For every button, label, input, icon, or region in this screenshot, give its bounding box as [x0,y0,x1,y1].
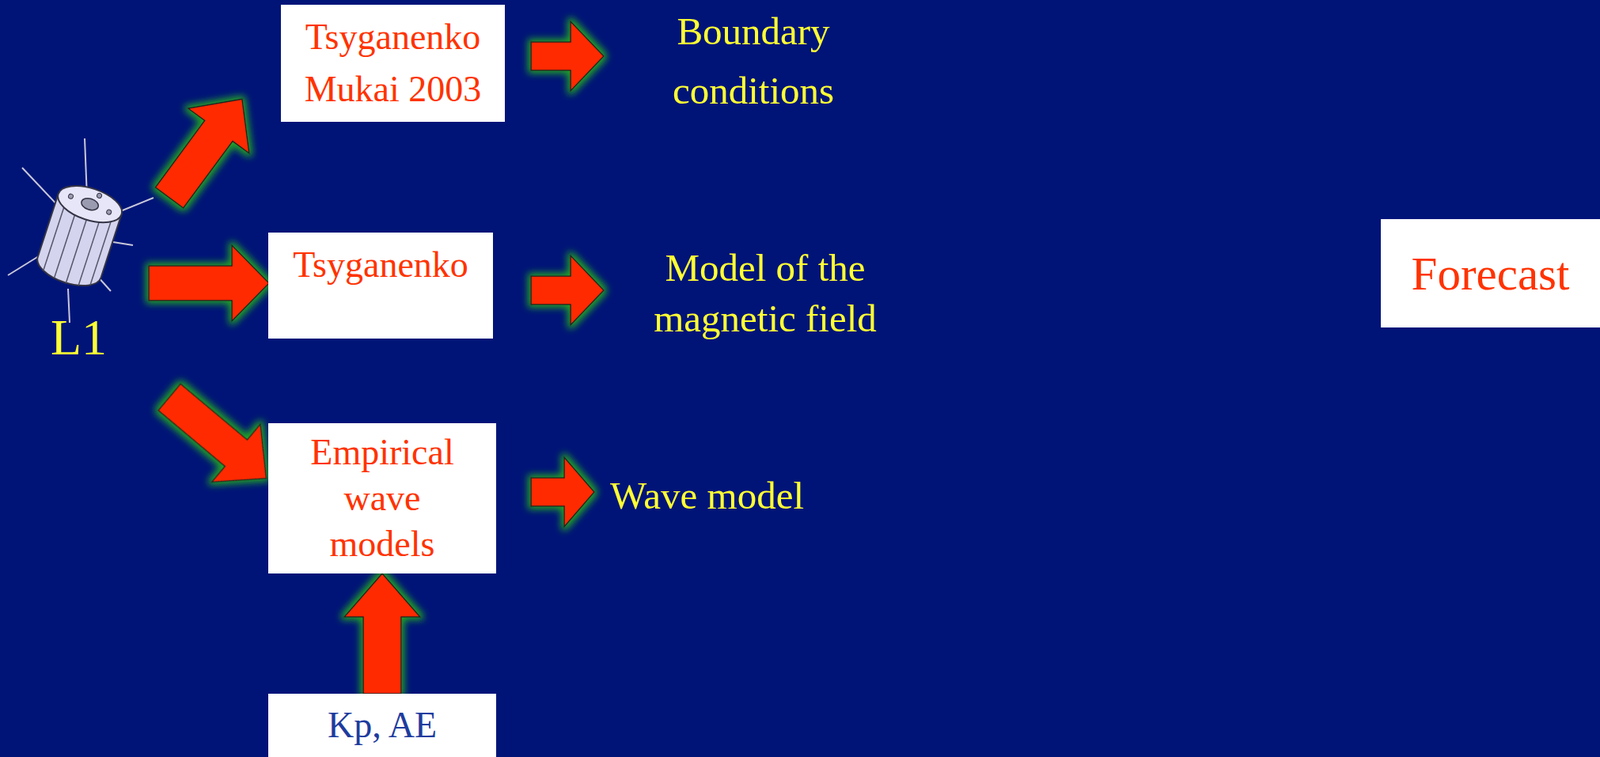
block-arrow [148,245,270,322]
process-box: Empirical wave models [268,423,497,574]
block-arrow [530,255,604,326]
block-arrow [138,76,273,221]
annotation-label: Boundary conditions [642,1,865,121]
satellite-antennas [7,138,154,323]
block-arrow [530,457,595,528]
box-text: Empirical wave models [295,429,470,568]
box-text: Forecast [1411,246,1570,302]
process-box: Forecast [1380,219,1600,328]
process-box: Tsyganenko Mukai 2003 [280,4,505,122]
box-text: Tsyganenko [292,242,469,289]
process-box: Tsyganenko [268,232,493,339]
box-text: Kp, AE [327,702,437,749]
box-text: Tsyganenko Mukai 2003 [294,11,493,116]
block-arrow-connector [344,573,421,694]
annotation-label: Model of the magnetic field [634,242,896,345]
annotation-label: Wave model [610,470,804,522]
process-box: Kp, AE [268,693,497,757]
satellite-body [33,178,127,293]
block-arrow [530,21,604,91]
annotation-label: L1 [50,310,107,366]
